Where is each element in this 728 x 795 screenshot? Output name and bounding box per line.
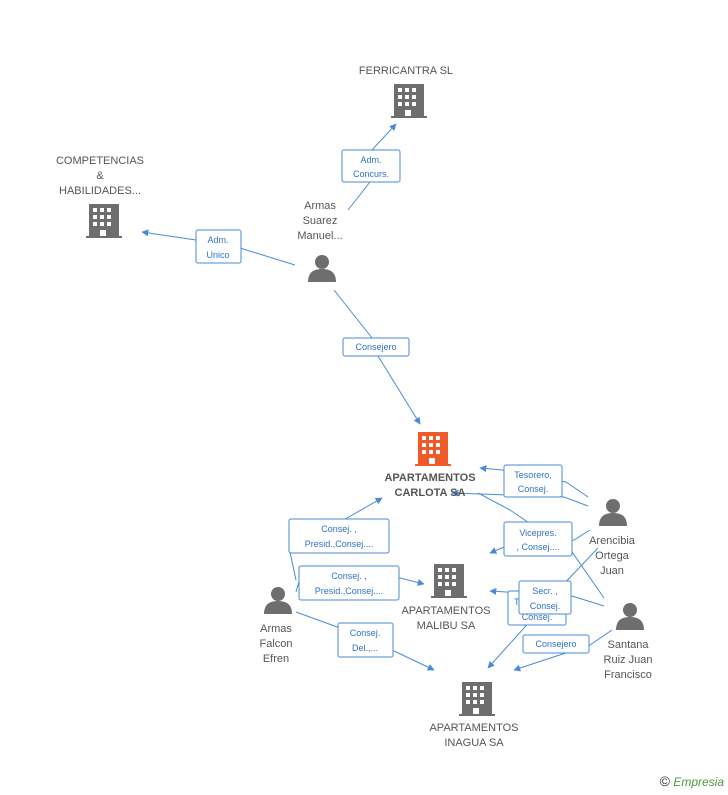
node-label-armas-falcon-2: Falcon [259,638,292,650]
edge-label-text: Consejero [355,342,396,352]
node-label-carlota-2: CARLOTA SA [395,487,466,499]
node-label-armas-suarez-2: Suarez [303,215,338,227]
edge-label-text: Consej. [518,484,549,494]
node-label-carlota-1: APARTAMENTOS [384,472,475,484]
edge-label-text: , Consej.... [516,542,559,552]
edge-label-text: Secr. , [532,586,558,596]
edge-label-text: Adm. [207,235,228,245]
edge-label-text: Tesorero, [514,470,552,480]
edge-label-falcon-inagua[interactable]: Consej. Del.,... [337,622,394,658]
edge-line-suarez-carlota [333,289,421,425]
building-icon [459,682,495,716]
node-label-armas-suarez-3: Manuel... [297,230,342,242]
edge-label-text: Unico [206,250,229,260]
edge-label-text: Adm. [360,155,381,165]
edge-label-text: Presid.,Consej.... [305,539,374,549]
node-label-santana-1: Santana [608,639,650,651]
building-icon [391,84,427,118]
building-icon [86,204,122,238]
edge-label-text: Consej. [530,601,561,611]
company-node-inagua[interactable] [459,682,495,716]
edge-label-santana-malibu[interactable]: Secr. , Consej. [518,580,572,615]
building-icon-main [415,432,451,466]
node-label-arencibia-2: Ortega [595,550,630,562]
node-label-competencias-3: HABILIDADES... [59,185,141,197]
person-icon [308,255,336,282]
node-label-armas-falcon-1: Armas [260,623,292,635]
edge-label-suarez-ferricantra[interactable]: Adm. Concurs. [341,149,401,183]
person-node-arencibia[interactable] [599,499,627,526]
person-node-armas-suarez[interactable] [308,255,336,282]
person-node-armas-falcon[interactable] [264,587,292,614]
node-label-arencibia-1: Arencibia [589,535,636,547]
person-icon [264,587,292,614]
edge-label-text: Presid.,Consej.... [315,586,384,596]
edge-label-text: Del.,... [352,643,378,653]
company-node-competencias[interactable] [86,204,122,238]
edge-label-arencibia-malibu[interactable]: Vicepres. , Consej.... [503,521,573,557]
company-node-ferricantra[interactable] [391,84,427,118]
edge-label-suarez-competencias[interactable]: Adm. Unico [195,229,242,264]
node-label-armas-suarez-1: Armas [304,200,336,212]
edge-label-text: Concurs. [353,169,389,179]
edge-label-suarez-carlota[interactable]: Consejero [342,337,410,357]
edge-label-text: Consej. [522,612,553,622]
edge-label-text: Consejero [535,639,576,649]
edge-label-falcon-malibu[interactable]: Consej. , Presid.,Consej.... [298,565,400,601]
node-label-malibu-2: MALIBU SA [417,620,476,632]
node-label-inagua-2: INAGUA SA [444,737,504,749]
node-label-santana-2: Ruiz Juan [604,654,653,666]
edge-label-santana-inagua[interactable]: Consejero [522,634,590,654]
edge-label-arencibia-carlota[interactable]: Tesorero, Consej. [503,464,563,498]
node-label-arencibia-3: Juan [600,565,624,577]
person-icon [616,603,644,630]
person-icon [599,499,627,526]
edge-label-text: Consej. [350,628,381,638]
node-label-armas-falcon-3: Efren [263,653,289,665]
person-node-santana[interactable] [616,603,644,630]
company-node-carlota[interactable] [415,432,451,466]
node-label-santana-3: Francisco [604,669,652,681]
copyright-icon: © [659,773,670,789]
node-label-malibu-1: APARTAMENTOS [401,605,490,617]
copyright-footer: © Empresia [660,773,724,789]
company-node-malibu[interactable] [431,564,467,598]
edge-label-falcon-carlota[interactable]: Consej. , Presid.,Consej.... [288,518,390,554]
node-label-inagua-1: APARTAMENTOS [429,722,518,734]
edge-line-santana-inagua [513,629,613,672]
edge-label-text: Consej. , [331,571,367,581]
building-icon [431,564,467,598]
node-label-competencias-2: & [96,170,104,182]
edge-line-arencibia-carlota-2 [451,489,589,507]
edge-label-text: Consej. , [321,524,357,534]
node-label-competencias-1: COMPETENCIAS [56,155,144,167]
brand-logo[interactable]: Empresia [673,775,724,789]
edge-label-text: Vicepres. [519,528,556,538]
node-label-ferricantra: FERRICANTRA SL [359,65,453,77]
